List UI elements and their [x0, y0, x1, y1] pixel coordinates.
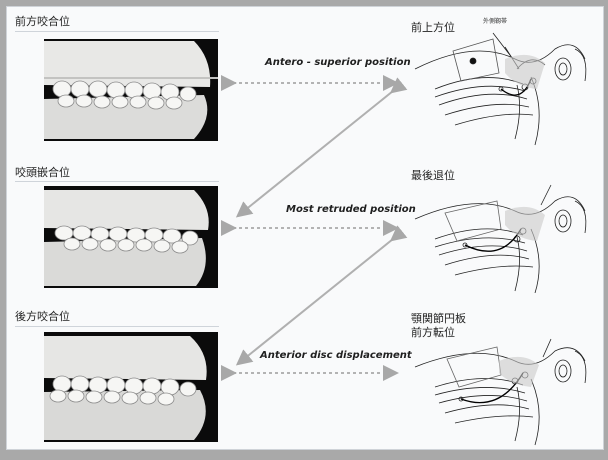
- row2-right-label: 最後退位: [411, 167, 455, 183]
- ligament-annotation: 外側靱帯: [483, 16, 507, 25]
- diagonal-arrow-upper: [239, 91, 393, 215]
- row2-tmj-diagram: [405, 183, 597, 293]
- row3-tmj-diagram: [405, 337, 597, 447]
- row1-tmj-diagram: [405, 29, 597, 147]
- figure-page: 前方咬合位 咬頭嵌合位: [6, 6, 604, 450]
- diagonal-arrow-lower: [239, 239, 393, 363]
